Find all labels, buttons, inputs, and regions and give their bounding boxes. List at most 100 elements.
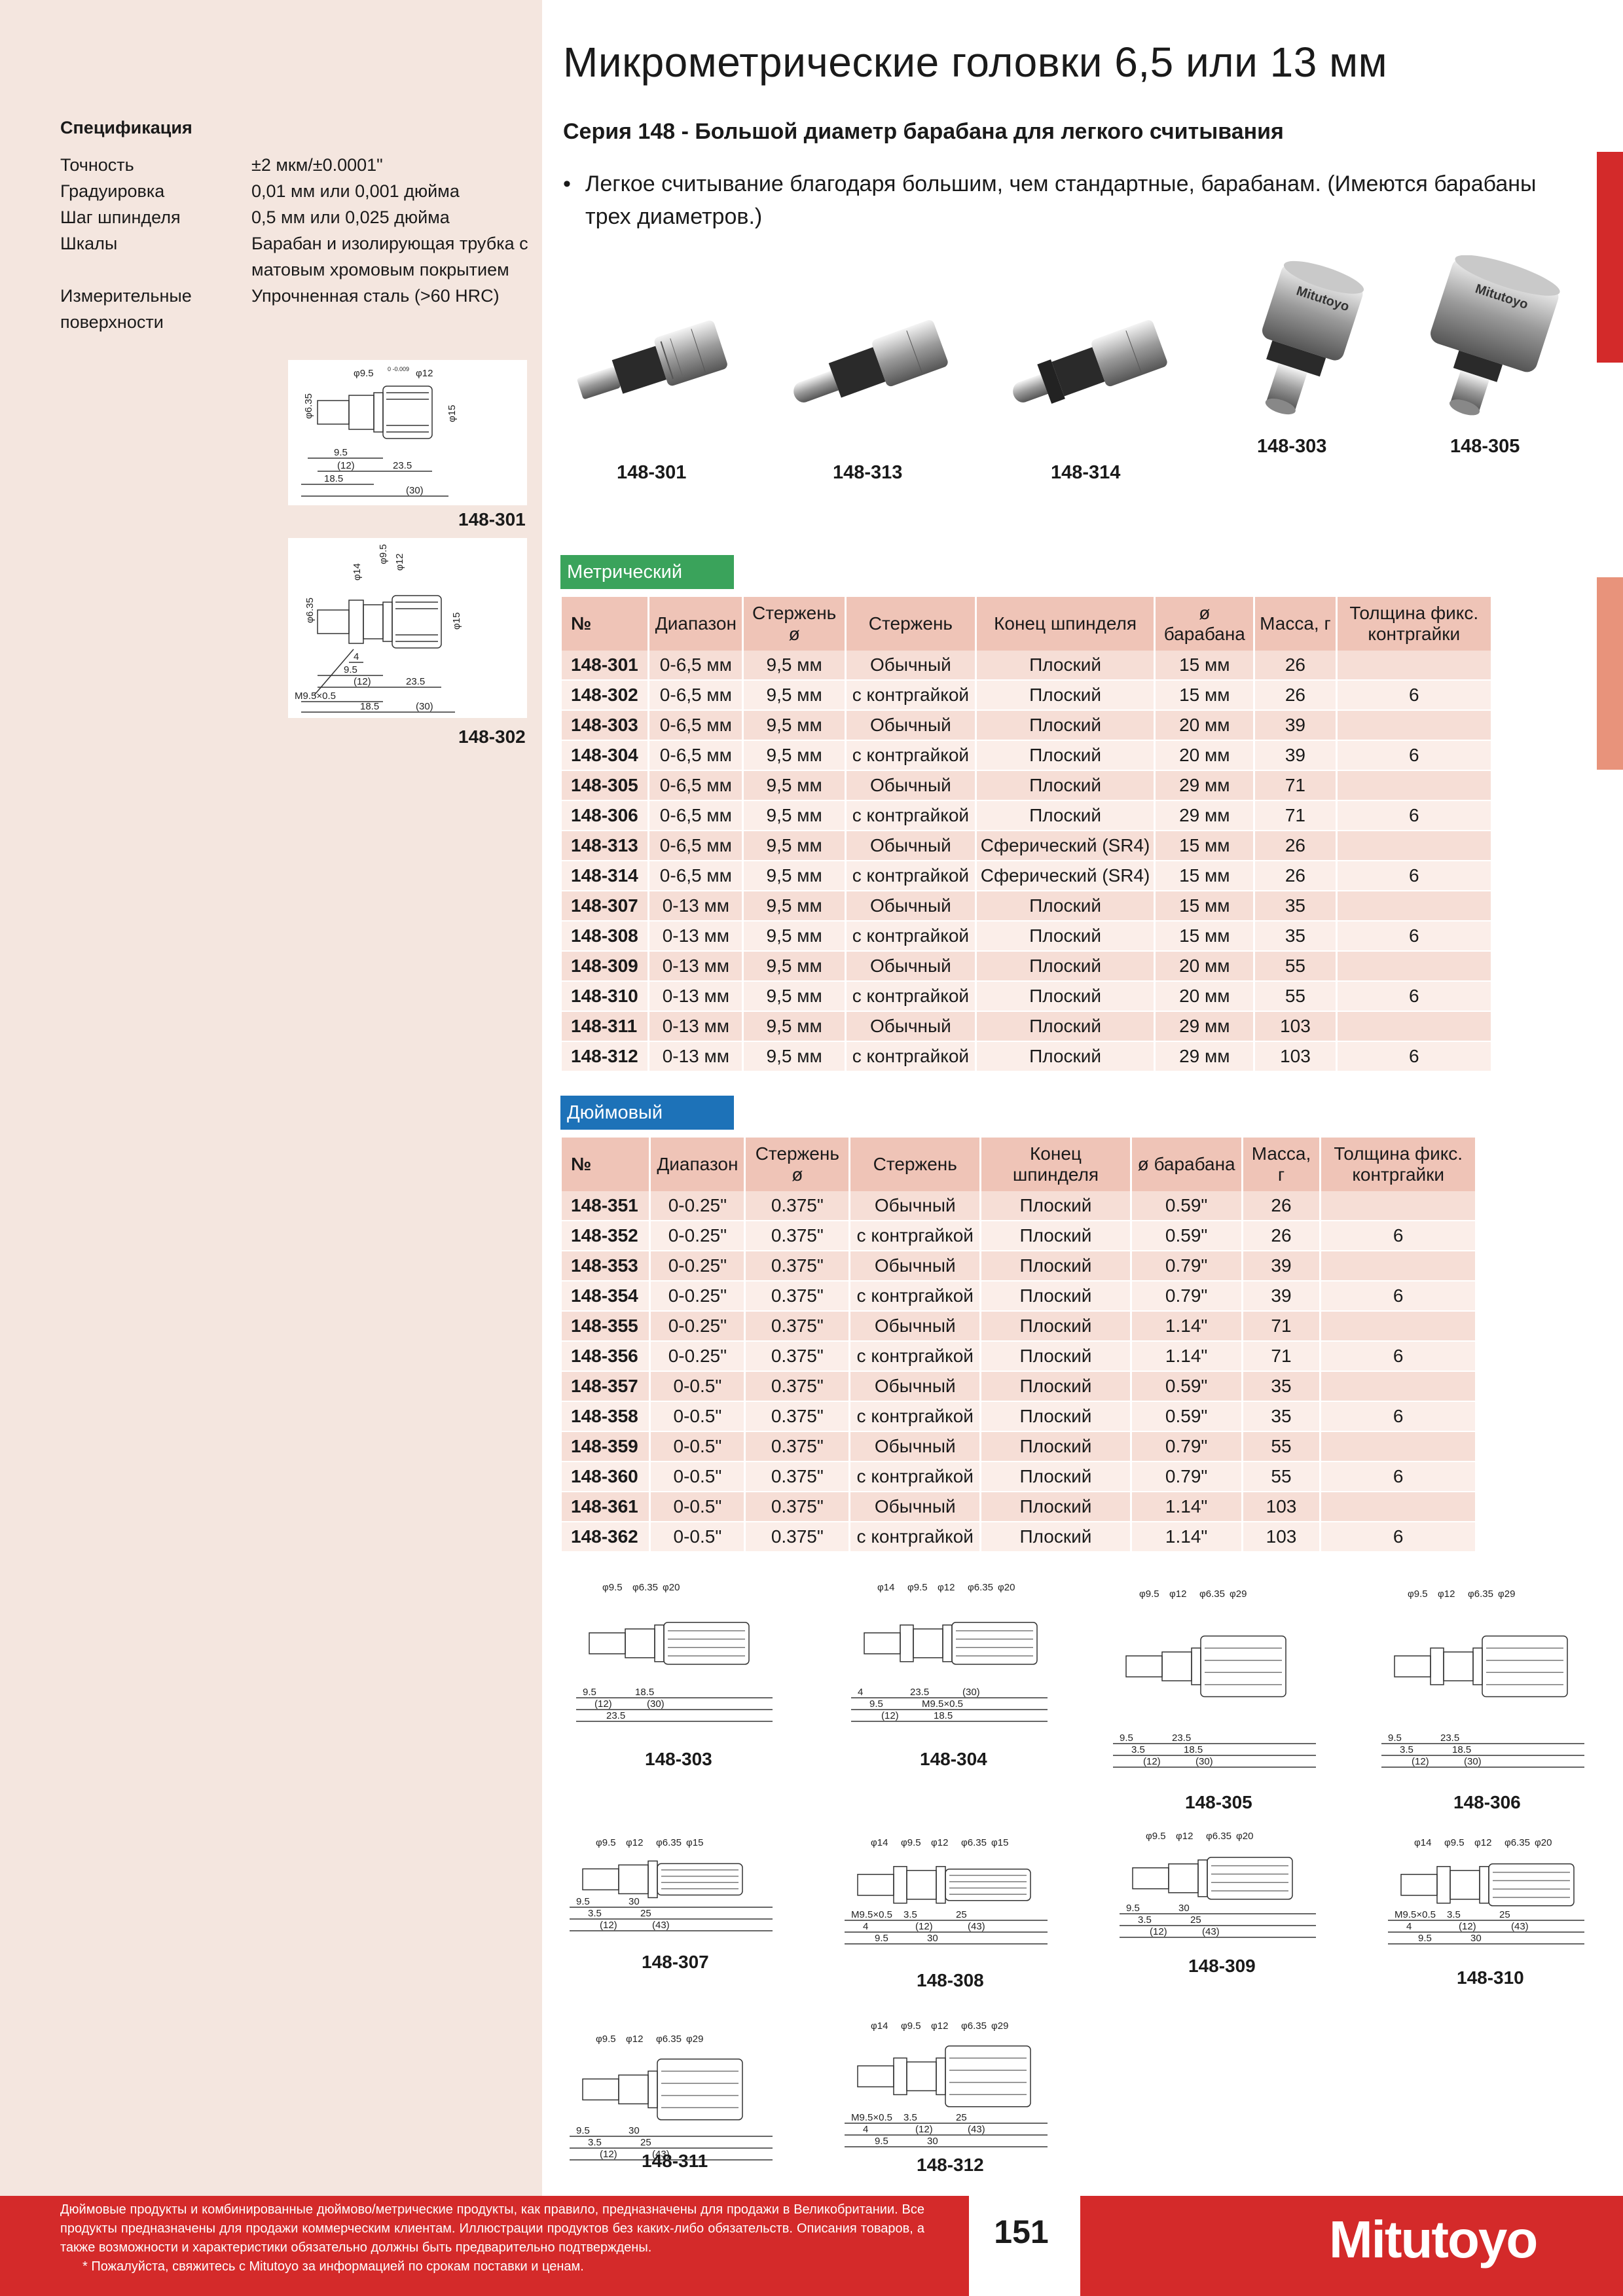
table-cell: 148-313 <box>562 831 650 861</box>
table-cell: 0.375" <box>744 1311 851 1342</box>
drawing-148-302: φ14 φ9.5 φ12 φ6.35 φ15 4 9.5 (12) 23.5 M… <box>288 538 527 718</box>
dim-label: 25 <box>956 2112 967 2123</box>
table-cell: Обычный <box>845 710 977 741</box>
table-cell: 6 <box>1320 1462 1477 1492</box>
table-cell: Сферический (SR4) <box>976 861 1156 891</box>
table-cell: 6 <box>1336 861 1493 891</box>
dim-label: φ6.35 <box>656 2034 682 2045</box>
spec-key: Измерительные поверхности <box>60 286 192 332</box>
table-cell: 29 мм <box>1154 770 1256 801</box>
drawing-caption: 148-309 <box>1188 1956 1256 1976</box>
dim-label: 25 <box>640 1908 651 1919</box>
table-cell: 9,5 мм <box>742 800 847 831</box>
table-cell: с контргайкой <box>845 800 977 831</box>
table-cell: Плоский <box>980 1462 1132 1492</box>
dim-label: φ6.35 <box>1206 1831 1231 1842</box>
table-cell: 0.79" <box>1131 1462 1243 1492</box>
table-cell: Плоский <box>976 1041 1156 1072</box>
table-cell: Обычный <box>849 1371 982 1402</box>
section-tab <box>1597 577 1623 770</box>
body-shape <box>654 1624 665 1662</box>
body-shape <box>1161 1651 1192 1681</box>
table-cell: 0.375" <box>744 1462 851 1492</box>
footer-disclaimer: Дюймовые продукты и комбинированные дюйм… <box>60 2200 924 2276</box>
dim-label: 4 <box>863 1921 868 1932</box>
dim-label: 9.5 <box>1418 1933 1432 1944</box>
column-header: Стержень <box>845 597 977 651</box>
dim-label: φ6.35 <box>961 2020 987 2032</box>
table-cell: 9,5 мм <box>742 710 847 741</box>
table-cell: 26 <box>1242 1191 1322 1221</box>
dim-label: φ6.35 <box>656 1837 682 1848</box>
dim-label: φ15 <box>451 613 462 630</box>
table-cell: 6 <box>1320 1401 1477 1432</box>
body-shape <box>589 1632 626 1655</box>
dim-label: φ9.5 <box>1146 1831 1166 1842</box>
table-cell: 9,5 мм <box>742 861 847 891</box>
dim-label: (12) <box>1150 1926 1167 1937</box>
table-cell: 29 мм <box>1154 1041 1256 1072</box>
column-header: ø барабана <box>1131 1138 1243 1191</box>
dim-label: φ12 <box>1176 1831 1193 1842</box>
dim-label: 25 <box>640 2137 651 2148</box>
table-cell: 0-0.5" <box>649 1462 746 1492</box>
body-shape <box>857 1874 894 1896</box>
column-header: Стержень <box>849 1138 982 1191</box>
dim-label: φ14 <box>352 564 363 581</box>
dim-label: 4 <box>863 2124 868 2135</box>
table-cell: Плоский <box>980 1191 1132 1221</box>
table-cell: Плоский <box>980 1221 1132 1251</box>
body-shape <box>1132 1867 1169 1890</box>
thimble-shape <box>1200 1635 1286 1698</box>
photo-caption: 148-313 <box>833 462 903 483</box>
body-shape <box>1394 1655 1431 1677</box>
table-cell: 20 мм <box>1154 951 1256 982</box>
page-title: Микрометрические головки 6,5 или 13 мм <box>563 39 1388 86</box>
table-cell: 39 <box>1242 1281 1322 1312</box>
table-cell: Плоский <box>980 1341 1132 1372</box>
body-shape <box>582 1868 619 1891</box>
body-shape <box>936 2057 946 2096</box>
body-shape <box>647 1860 658 1899</box>
table-cell: 6 <box>1336 1041 1493 1072</box>
dim-label: 9.5 <box>583 1687 596 1698</box>
dimension-drawing: φ9.5 0 -0.009 φ12 φ6.35 φ15 9.5 (12) 23.… <box>301 366 458 497</box>
body-shape <box>913 1628 943 1659</box>
table-cell: 0-13 мм <box>648 921 744 952</box>
table-cell: 6 <box>1320 1522 1477 1552</box>
body-shape <box>893 2057 907 2096</box>
table-cell: Плоский <box>980 1311 1132 1342</box>
table-cell: 0-13 мм <box>648 981 744 1012</box>
table-cell: Плоский <box>980 1281 1132 1312</box>
dim-label: φ6.35 <box>1504 1837 1530 1848</box>
body-shape <box>906 1870 937 1900</box>
dim-label: 3.5 <box>588 2137 602 2148</box>
spec-row: Точность±2 мкм/±0.0001" <box>60 152 532 178</box>
table-cell: с контргайкой <box>849 1341 982 1372</box>
table-cell: 103 <box>1242 1522 1322 1552</box>
dim-label: 9.5 <box>344 664 357 675</box>
column-header: Стержень ø <box>744 1138 851 1191</box>
table-cell: 0.375" <box>744 1522 851 1552</box>
table-cell: Плоский <box>980 1251 1132 1282</box>
photo-caption: 148-301 <box>617 462 687 483</box>
table-cell: 6 <box>1336 800 1493 831</box>
dim-label: φ14 <box>1414 1837 1431 1848</box>
table-cell: с контргайкой <box>849 1221 982 1251</box>
spec-key: Шкалы <box>60 234 118 253</box>
dim-label: φ6.35 <box>632 1582 658 1593</box>
